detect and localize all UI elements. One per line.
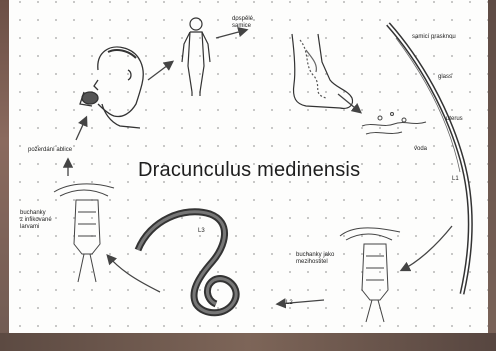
label-water: voda [414, 146, 427, 153]
label-glass: glass [438, 74, 452, 81]
label-l2: L2 [286, 300, 293, 307]
label-adult-worms: dospělé samice [232, 16, 253, 30]
label-human-drinking: požerdání ablice [28, 147, 72, 154]
diagram-title: Dracunculus medinensis [138, 159, 360, 182]
label-copepod-upper: buchanky z infikované larvami [20, 210, 52, 231]
label-female: samicí prasknou [412, 34, 456, 41]
label-copepod-lower: buchanky jako mezihostitel [296, 252, 334, 266]
label-l3: L3 [198, 228, 205, 235]
label-uterus: uterus [446, 116, 463, 123]
label-l1: L1 [452, 176, 459, 183]
